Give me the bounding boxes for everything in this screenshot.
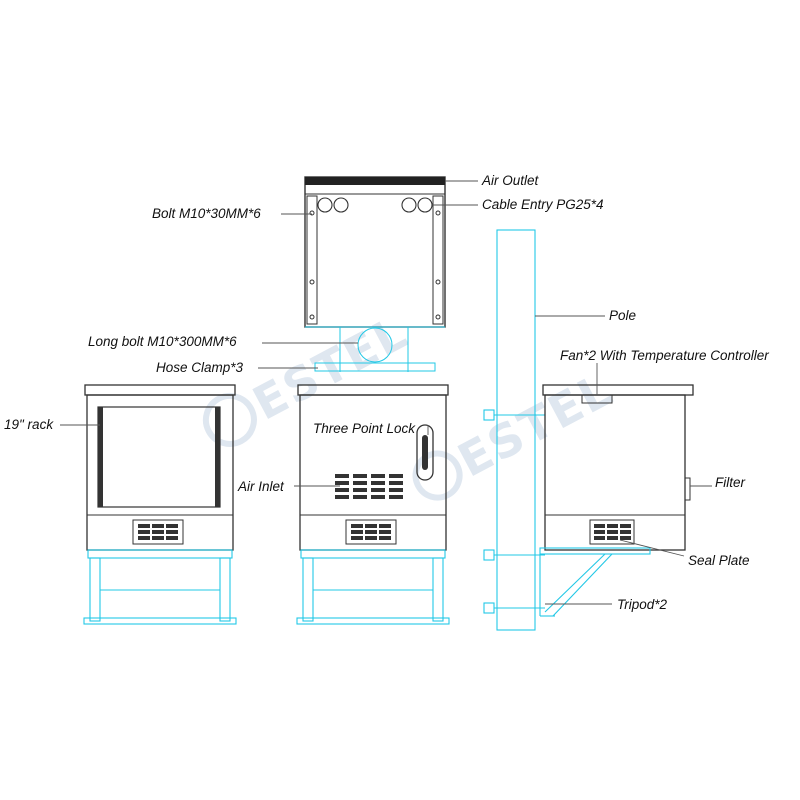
tripod — [539, 547, 651, 617]
stand-front-closed — [296, 549, 450, 625]
label-fan: Fan*2 With Temperature Controller — [560, 348, 769, 363]
pole-clamp-top — [305, 326, 445, 372]
label-cable-entry: Cable Entry PG25*4 — [482, 197, 604, 212]
label-hose-clamp: Hose Clamp*3 — [156, 360, 244, 375]
label-19-rack: 19" rack — [4, 417, 54, 432]
pole — [483, 229, 545, 631]
cable-entry-holes — [317, 197, 433, 213]
label-tripod: Tripod*2 — [617, 597, 668, 612]
callout-labels: Air Outlet Bolt M10*30MM*6 Cable Entry P… — [4, 173, 769, 612]
label-pole: Pole — [609, 308, 636, 323]
air-inlet-vents — [335, 474, 403, 499]
label-air-inlet: Air Inlet — [237, 479, 285, 494]
label-three-point-lock: Three Point Lock — [313, 421, 416, 436]
stand-front-open — [83, 549, 237, 625]
leader-lines — [60, 180, 712, 605]
side-view-pole-mounted — [483, 229, 694, 631]
label-long-bolt: Long bolt M10*300MM*6 — [88, 334, 237, 349]
label-air-outlet: Air Outlet — [481, 173, 540, 188]
front-view-closed — [296, 384, 450, 625]
label-seal-plate: Seal Plate — [688, 553, 750, 568]
front-view-open — [83, 384, 237, 625]
top-view — [304, 176, 446, 372]
label-bolt: Bolt M10*30MM*6 — [152, 206, 261, 221]
watermark-lower: ESTEL — [412, 362, 622, 501]
label-filter: Filter — [715, 475, 746, 490]
